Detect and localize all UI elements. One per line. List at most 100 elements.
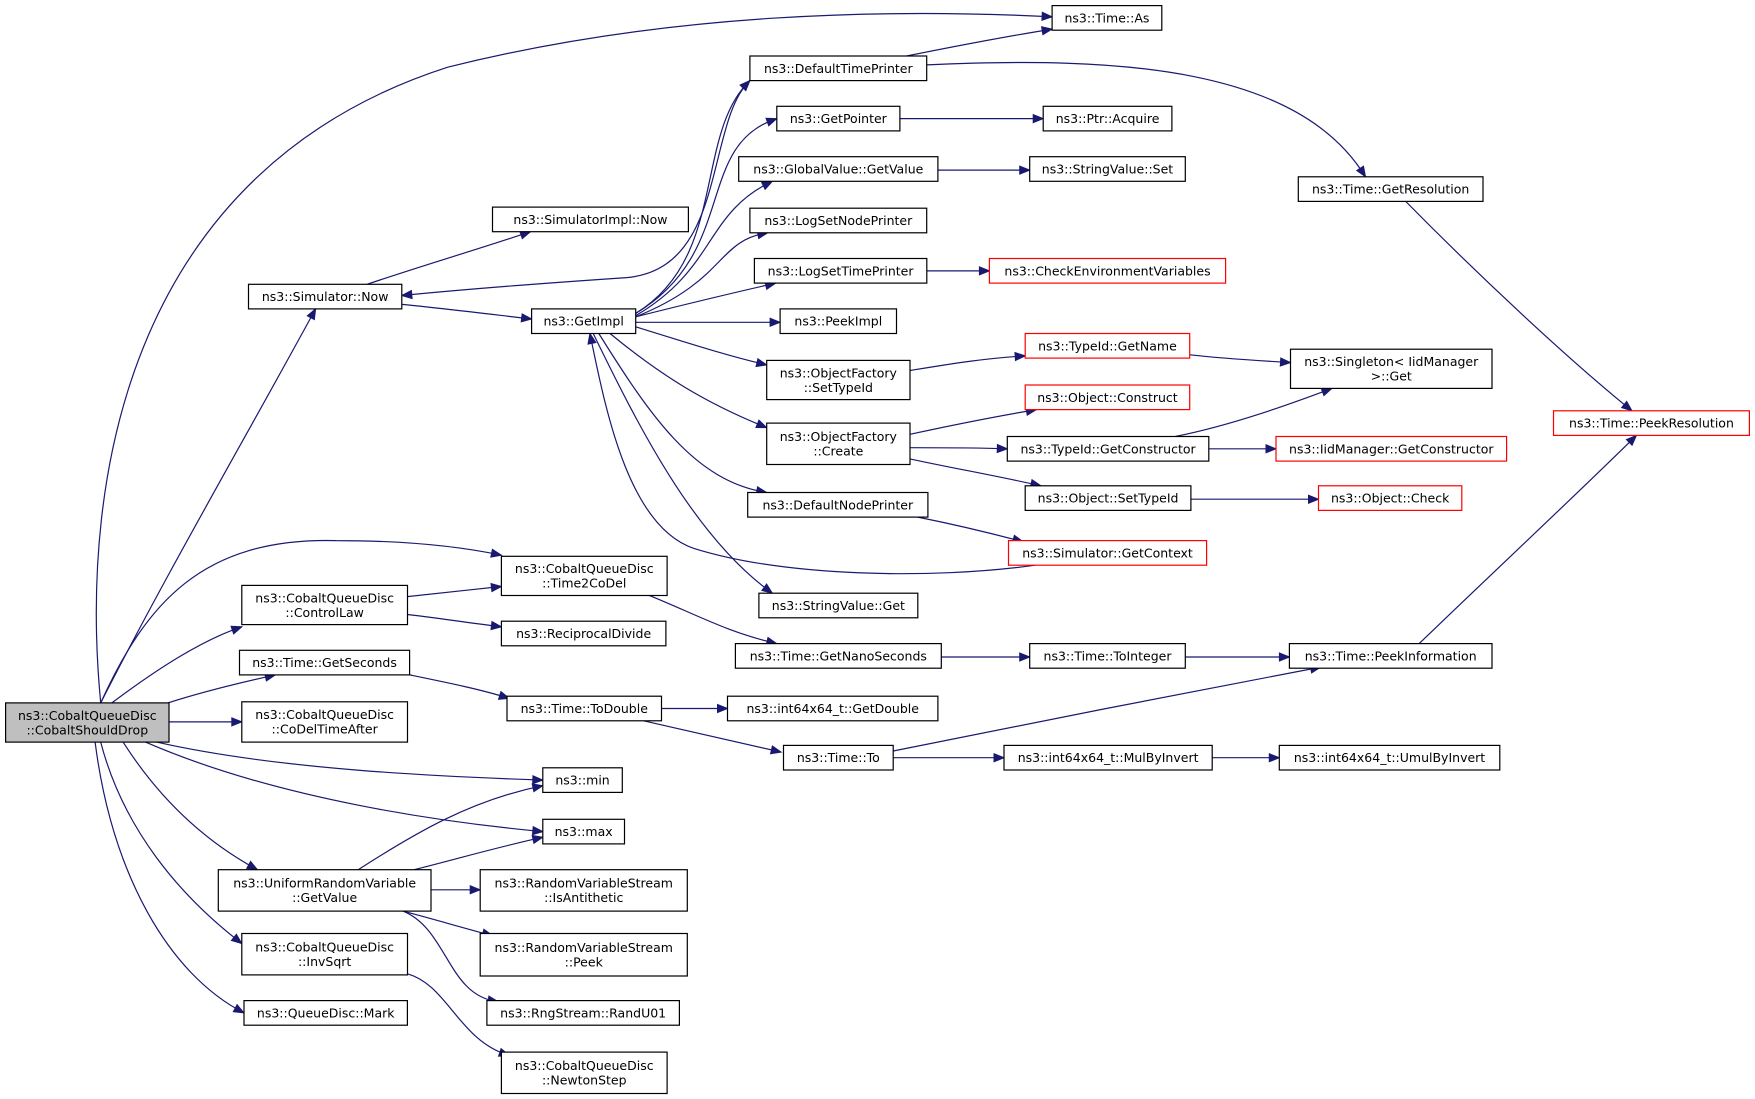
node-box-reciprocalDivide — [500, 620, 667, 647]
node-label-codelTimeAfter-line0: ns3::CobaltQueueDisc — [255, 707, 394, 722]
node-peekResolution[interactable]: ns3::Time::PeekResolution — [1552, 410, 1750, 436]
node-controlLaw[interactable]: ns3::CobaltQueueDisc::ControlLaw — [241, 584, 409, 626]
node-randU01[interactable]: ns3::RngStream::RandU01 — [486, 999, 680, 1026]
edge-defTimePrinter-to-getResolution — [926, 61, 1367, 178]
node-box-min — [542, 767, 623, 793]
node-ofSetTypeId[interactable]: ns3::ObjectFactory::SetTypeId — [766, 359, 911, 401]
edge-controlLaw-to-reciprocalDivide-arrowhead — [490, 620, 503, 631]
node-invSqrt[interactable]: ns3::CobaltQueueDisc::InvSqrt — [241, 932, 409, 976]
node-i64GetDouble[interactable]: ns3::int64x64_t::GetDouble — [726, 695, 939, 722]
node-max[interactable]: ns3::max — [542, 818, 626, 845]
node-label-ofCreate-line0: ns3::ObjectFactory — [780, 429, 898, 444]
node-getSeconds[interactable]: ns3::Time::GetSeconds — [238, 649, 411, 676]
node-label-getNanoSeconds-line0: ns3::Time::GetNanoSeconds — [750, 648, 927, 663]
node-simImplNow[interactable]: ns3::SimulatorImpl::Now — [491, 206, 689, 233]
edge-root-to-simNow — [100, 308, 317, 704]
edge-ofSetTypeId-to-tidGetName — [909, 355, 1026, 372]
node-singletonGet[interactable]: ns3::Singleton< IidManager>::Get — [1289, 348, 1493, 390]
node-newtonStep[interactable]: ns3::CobaltQueueDisc::NewtonStep — [500, 1051, 668, 1095]
node-svSet[interactable]: ns3::StringValue::Set — [1029, 156, 1186, 182]
node-label-objSetTypeId-line0: ns3::Object::SetTypeId — [1038, 491, 1179, 506]
node-label-defTimePrinter-line0: ns3::DefaultTimePrinter — [764, 61, 914, 76]
edge-getImpl-to-svGet-arrowhead — [761, 583, 774, 594]
node-label-newtonStep-line1: ::NewtonStep — [542, 1073, 627, 1088]
node-iidGetCtor[interactable]: ns3::IidManager::GetConstructor — [1275, 435, 1508, 462]
node-min[interactable]: ns3::min — [542, 767, 623, 793]
node-logSetTime[interactable]: ns3::LogSetTimePrinter — [753, 257, 928, 284]
node-umulByInvert[interactable]: ns3::int64x64_t::UmulByInvert — [1278, 744, 1501, 771]
node-box-max — [542, 818, 626, 845]
node-urvGetValue[interactable]: ns3::UniformRandomVariable::GetValue — [217, 869, 432, 912]
node-defNodePrinter[interactable]: ns3::DefaultNodePrinter — [747, 491, 929, 518]
node-gvGetValue[interactable]: ns3::GlobalValue::GetValue — [738, 156, 939, 182]
node-objConstruct[interactable]: ns3::Object::Construct — [1024, 384, 1191, 411]
node-tidGetName[interactable]: ns3::TypeId::GetName — [1024, 332, 1191, 359]
node-getNanoSeconds[interactable]: ns3::Time::GetNanoSeconds — [734, 642, 942, 669]
node-label-ofCreate-line1: ::Create — [813, 444, 863, 459]
node-rvsPeek[interactable]: ns3::RandomVariableStream::Peek — [479, 932, 688, 977]
edge-root-to-urvGetValue-arrowhead — [245, 860, 259, 871]
node-time2CoDel[interactable]: ns3::CobaltQueueDisc::Time2CoDel — [500, 555, 668, 597]
node-logSetNode[interactable]: ns3::LogSetNodePrinter — [749, 207, 928, 234]
node-getImpl[interactable]: ns3::GetImpl — [530, 308, 637, 335]
node-ptrAcquire[interactable]: ns3::Ptr::Acquire — [1042, 105, 1173, 132]
node-label-i64GetDouble-line0: ns3::int64x64_t::GetDouble — [746, 701, 919, 716]
node-box-rvsPeek — [479, 932, 688, 977]
node-root[interactable]: ns3::CobaltQueueDisc::CobaltShouldDrop — [4, 702, 170, 743]
edge-tidGetCtor-to-iidGetCtor-arrowhead — [1265, 444, 1278, 454]
edge-urvGetValue-to-rvsIsAntithetic-arrowhead — [469, 885, 482, 895]
node-toDouble[interactable]: ns3::Time::ToDouble — [506, 695, 663, 722]
edge-root-to-min-arrowhead — [532, 774, 545, 785]
node-label-singletonGet-line1: >::Get — [1371, 369, 1412, 384]
edge-getSeconds-to-toDouble — [409, 674, 510, 699]
node-box-mulByInvert — [1003, 744, 1213, 771]
node-simGetContext[interactable]: ns3::Simulator::GetContext — [1007, 539, 1208, 566]
node-label-objCheck-line0: ns3::Object::Check — [1331, 491, 1450, 506]
node-box-singletonGet — [1289, 348, 1493, 390]
node-getPointer[interactable]: ns3::GetPointer — [776, 105, 901, 132]
node-peekInformation[interactable]: ns3::Time::PeekInformation — [1288, 642, 1493, 669]
node-mulByInvert[interactable]: ns3::int64x64_t::MulByInvert — [1003, 744, 1213, 771]
edge-objSetTypeId-to-objCheck-arrowhead — [1308, 494, 1320, 504]
edge-tidGetName-to-singletonGet-arrowhead — [1279, 357, 1292, 367]
node-box-ofCreate — [766, 422, 911, 466]
node-label-simNow-line0: ns3::Simulator::Now — [262, 289, 389, 304]
node-label-controlLaw-line1: ::ControlLaw — [285, 605, 363, 620]
node-defTimePrinter[interactable]: ns3::DefaultTimePrinter — [749, 55, 928, 82]
node-label-objConstruct-line0: ns3::Object::Construct — [1037, 390, 1178, 405]
node-label-tidGetCtor-line0: ns3::TypeId::GetConstructor — [1020, 441, 1196, 456]
node-box-peekInformation — [1288, 642, 1493, 669]
node-reciprocalDivide[interactable]: ns3::ReciprocalDivide — [500, 620, 667, 647]
node-label-timeTo-line0: ns3::Time::To — [797, 750, 880, 765]
edge-controlLaw-to-time2CoDel-arrowhead — [490, 582, 503, 593]
node-svGet[interactable]: ns3::StringValue::Get — [758, 592, 919, 619]
node-codelTimeAfter[interactable]: ns3::CobaltQueueDisc::CoDelTimeAfter — [241, 701, 409, 743]
node-box-objCheck — [1317, 485, 1463, 511]
node-box-logSetNode — [749, 207, 928, 234]
edge-getImpl-to-logSetNode — [635, 232, 768, 318]
node-tidGetCtor[interactable]: ns3::TypeId::GetConstructor — [1006, 435, 1210, 462]
node-label-simGetContext-line0: ns3::Simulator::GetContext — [1022, 545, 1193, 560]
node-toInteger[interactable]: ns3::Time::ToInteger — [1029, 642, 1186, 669]
node-peekImpl[interactable]: ns3::PeekImpl — [779, 308, 898, 335]
edge-root-to-controlLaw-arrowhead — [230, 625, 244, 635]
node-getResolution[interactable]: ns3::Time::GetResolution — [1297, 176, 1484, 203]
node-objSetTypeId[interactable]: ns3::Object::SetTypeId — [1024, 485, 1192, 511]
edge-ofSetTypeId-to-tidGetName-arrowhead — [1014, 351, 1027, 362]
node-rvsIsAntithetic[interactable]: ns3::RandomVariableStream::IsAntithetic — [479, 869, 688, 912]
edge-ofCreate-to-tidGetCtor — [909, 447, 1008, 450]
node-ofCreate[interactable]: ns3::ObjectFactory::Create — [766, 422, 911, 466]
node-box-root — [4, 702, 170, 743]
node-qdMark[interactable]: ns3::QueueDisc::Mark — [243, 999, 408, 1026]
edge-getResolution-to-peekResolution — [1405, 201, 1633, 412]
node-timeAs[interactable]: ns3::Time::As — [1051, 4, 1163, 31]
node-simNow[interactable]: ns3::Simulator::Now — [247, 283, 403, 310]
node-box-svSet — [1029, 156, 1186, 182]
node-checkEnv[interactable]: ns3::CheckEnvironmentVariables — [988, 257, 1227, 284]
node-box-gvGetValue — [738, 156, 939, 182]
edge-defTimePrinter-to-simNow — [401, 80, 751, 297]
node-objCheck[interactable]: ns3::Object::Check — [1317, 485, 1463, 511]
node-timeTo[interactable]: ns3::Time::To — [782, 744, 894, 771]
edge-urvGetValue-to-min-arrowhead — [531, 783, 545, 793]
edge-simGetContext-to-getImpl — [589, 333, 1036, 575]
